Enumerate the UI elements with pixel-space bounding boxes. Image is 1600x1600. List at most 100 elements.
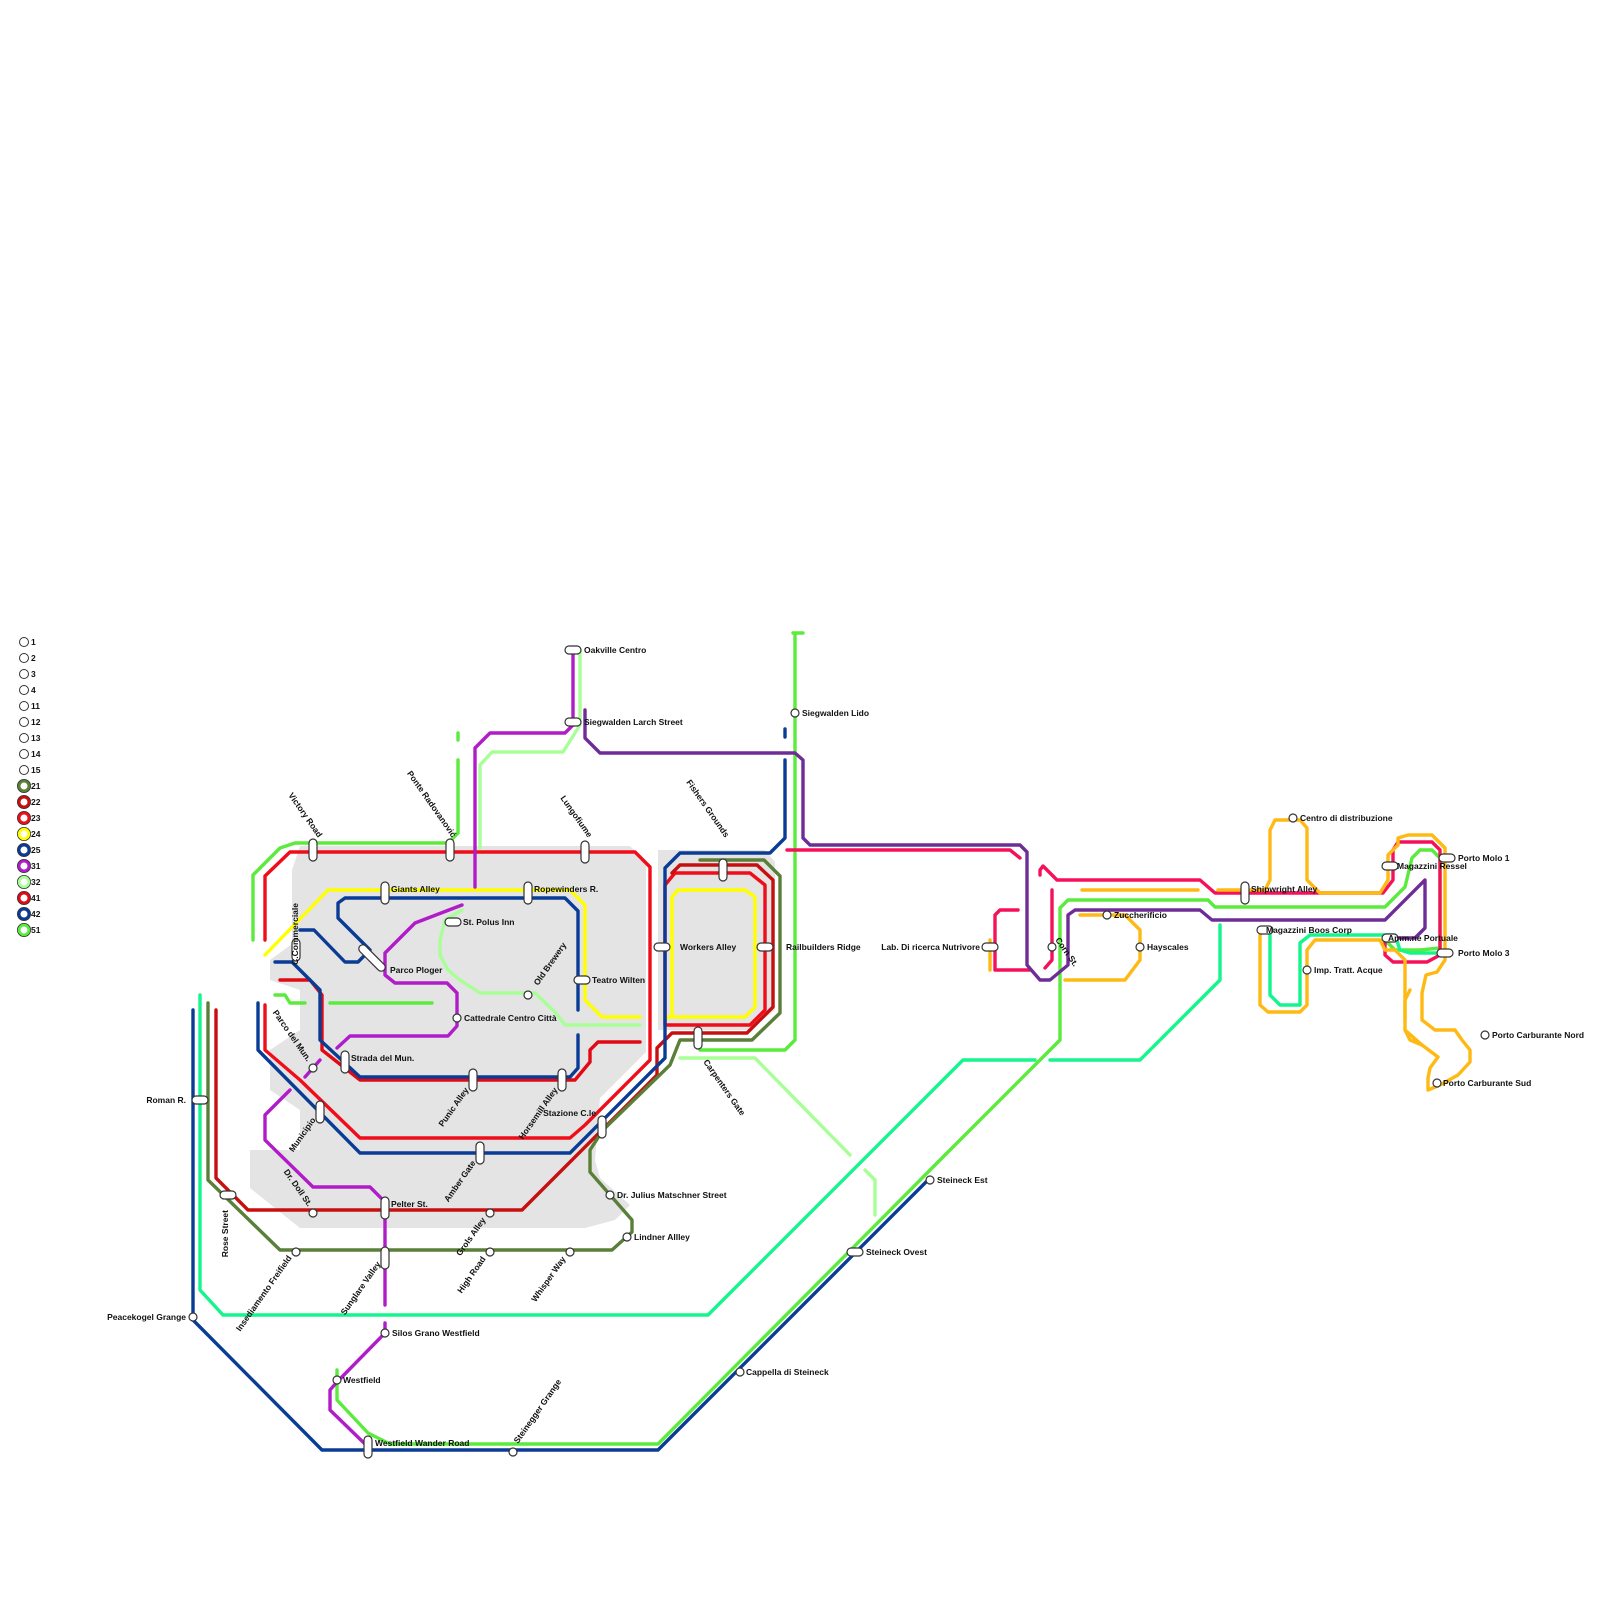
station[interactable]: Magazzini Boos Corp bbox=[1256, 925, 1352, 935]
station-marker[interactable] bbox=[308, 1063, 318, 1073]
station[interactable]: Oakville Centro bbox=[564, 645, 646, 655]
station-marker[interactable] bbox=[445, 838, 455, 862]
station-marker[interactable] bbox=[622, 1232, 632, 1242]
station-marker[interactable] bbox=[308, 1208, 318, 1218]
station-marker[interactable] bbox=[219, 1190, 237, 1200]
station-marker[interactable] bbox=[380, 1196, 390, 1220]
station-marker[interactable] bbox=[1288, 813, 1298, 823]
station-marker[interactable] bbox=[508, 1447, 518, 1457]
station-marker[interactable] bbox=[693, 1026, 703, 1050]
station-marker[interactable] bbox=[846, 1247, 864, 1257]
station-marker[interactable] bbox=[756, 942, 774, 952]
station-marker[interactable] bbox=[523, 881, 533, 905]
station[interactable]: Lab. Di ricerca Nutrivore bbox=[881, 942, 999, 952]
station-marker[interactable] bbox=[1438, 853, 1456, 863]
station[interactable]: Railbuilders Ridge bbox=[756, 942, 861, 952]
station-marker[interactable] bbox=[468, 1068, 478, 1092]
station[interactable]: C.Commerciale bbox=[290, 903, 301, 965]
station[interactable]: Cappella di Steineck bbox=[735, 1367, 829, 1377]
station[interactable]: Siegwalden Larch Street bbox=[564, 717, 683, 727]
station-marker[interactable] bbox=[523, 990, 533, 1000]
station[interactable]: Zuccherificio bbox=[1102, 910, 1167, 920]
station[interactable]: Whisper Way bbox=[529, 1247, 575, 1304]
station-marker[interactable] bbox=[564, 717, 582, 727]
station[interactable]: Porto Carburante Nord bbox=[1480, 1030, 1584, 1040]
station-marker[interactable] bbox=[1135, 942, 1145, 952]
station[interactable]: Porto Molo 1 bbox=[1438, 853, 1510, 863]
station-marker[interactable] bbox=[573, 975, 591, 985]
station[interactable]: Steineck Est bbox=[925, 1175, 988, 1185]
station[interactable]: Porto Carburante Sud bbox=[1432, 1078, 1531, 1088]
station[interactable]: Steineck Ovest bbox=[846, 1247, 927, 1257]
station-marker[interactable] bbox=[1302, 965, 1312, 975]
station[interactable]: Roman R. bbox=[146, 1095, 209, 1105]
station-marker[interactable] bbox=[925, 1175, 935, 1185]
station[interactable]: Giants Alley bbox=[380, 881, 440, 905]
station-marker[interactable] bbox=[1436, 948, 1454, 958]
station[interactable]: Shipwright Alley bbox=[1240, 881, 1318, 905]
station-marker[interactable] bbox=[191, 1095, 209, 1105]
station-marker[interactable] bbox=[580, 840, 590, 864]
station-marker[interactable] bbox=[332, 1375, 342, 1385]
station[interactable]: Magazzini Ressel bbox=[1381, 861, 1467, 871]
station[interactable]: Imp. Tratt. Acque bbox=[1302, 965, 1383, 975]
station-marker[interactable] bbox=[188, 1312, 198, 1322]
station-marker[interactable] bbox=[597, 1115, 607, 1139]
station-marker[interactable] bbox=[564, 645, 582, 655]
station-marker[interactable] bbox=[308, 838, 318, 862]
station[interactable]: Peacekogel Grange bbox=[107, 1312, 198, 1322]
station[interactable]: Teatro Wilten bbox=[573, 975, 645, 985]
station-marker[interactable] bbox=[718, 858, 728, 882]
station-marker[interactable] bbox=[340, 1050, 350, 1074]
station-marker[interactable] bbox=[735, 1367, 745, 1377]
station-marker[interactable] bbox=[485, 1247, 495, 1257]
station[interactable]: Centro di distribuzione bbox=[1288, 813, 1393, 823]
station-marker[interactable] bbox=[1047, 942, 1057, 952]
station-marker[interactable] bbox=[981, 942, 999, 952]
station-marker[interactable] bbox=[653, 942, 671, 952]
station-marker[interactable] bbox=[565, 1247, 575, 1257]
station[interactable]: Sunglare Valley bbox=[338, 1246, 390, 1317]
station-marker[interactable] bbox=[315, 1100, 325, 1124]
station-marker[interactable] bbox=[452, 1013, 462, 1023]
station-marker[interactable] bbox=[444, 917, 462, 927]
station[interactable]: Lindner Allley bbox=[622, 1232, 690, 1242]
station[interactable]: Westfield bbox=[332, 1375, 381, 1385]
station[interactable]: Porto Molo 3 bbox=[1436, 948, 1510, 958]
station[interactable]: Hayscales bbox=[1135, 942, 1189, 952]
station-marker[interactable] bbox=[291, 1247, 301, 1257]
station[interactable]: Cattedrale Centro Città bbox=[452, 1013, 557, 1023]
station[interactable]: Silos Grano Westfield bbox=[380, 1328, 480, 1338]
station-marker[interactable] bbox=[380, 1328, 390, 1338]
station-marker[interactable] bbox=[475, 1141, 485, 1165]
station-marker[interactable] bbox=[1480, 1030, 1490, 1040]
station-marker[interactable] bbox=[363, 1435, 373, 1459]
station[interactable]: Workers Alley bbox=[653, 942, 736, 952]
station-marker[interactable] bbox=[1240, 881, 1250, 905]
station[interactable]: Pelter St. bbox=[380, 1196, 428, 1220]
station-marker[interactable] bbox=[557, 1068, 567, 1092]
station[interactable]: Westfield Wander Road bbox=[363, 1435, 469, 1459]
station[interactable]: Insediamento Freifield bbox=[234, 1247, 301, 1333]
station-marker[interactable] bbox=[380, 881, 390, 905]
station[interactable]: Ropewinders R. bbox=[523, 881, 598, 905]
station-marker[interactable] bbox=[291, 938, 301, 962]
station-marker[interactable] bbox=[790, 708, 800, 718]
station-marker[interactable] bbox=[380, 1246, 390, 1270]
station[interactable]: Dr. Julius Matschner Street bbox=[605, 1190, 727, 1200]
station-marker[interactable] bbox=[1381, 861, 1399, 871]
station[interactable]: St. Polus Inn bbox=[444, 917, 514, 927]
station-marker[interactable] bbox=[1432, 1078, 1442, 1088]
station-marker[interactable] bbox=[1381, 933, 1399, 943]
station-marker[interactable] bbox=[357, 943, 387, 973]
station[interactable]: Stazione C.le bbox=[543, 1108, 607, 1139]
station[interactable]: Strada del Mun. bbox=[340, 1050, 414, 1074]
station[interactable]: Amm.ne Portuale bbox=[1381, 933, 1458, 943]
station[interactable]: Parco Ploger bbox=[357, 943, 443, 975]
station-marker[interactable] bbox=[1102, 910, 1112, 920]
station-marker[interactable] bbox=[605, 1190, 615, 1200]
station[interactable]: Rose Street bbox=[219, 1190, 237, 1257]
station-marker[interactable] bbox=[1256, 925, 1274, 935]
station[interactable]: Siegwalden Lido bbox=[790, 708, 869, 718]
station-marker[interactable] bbox=[485, 1208, 495, 1218]
